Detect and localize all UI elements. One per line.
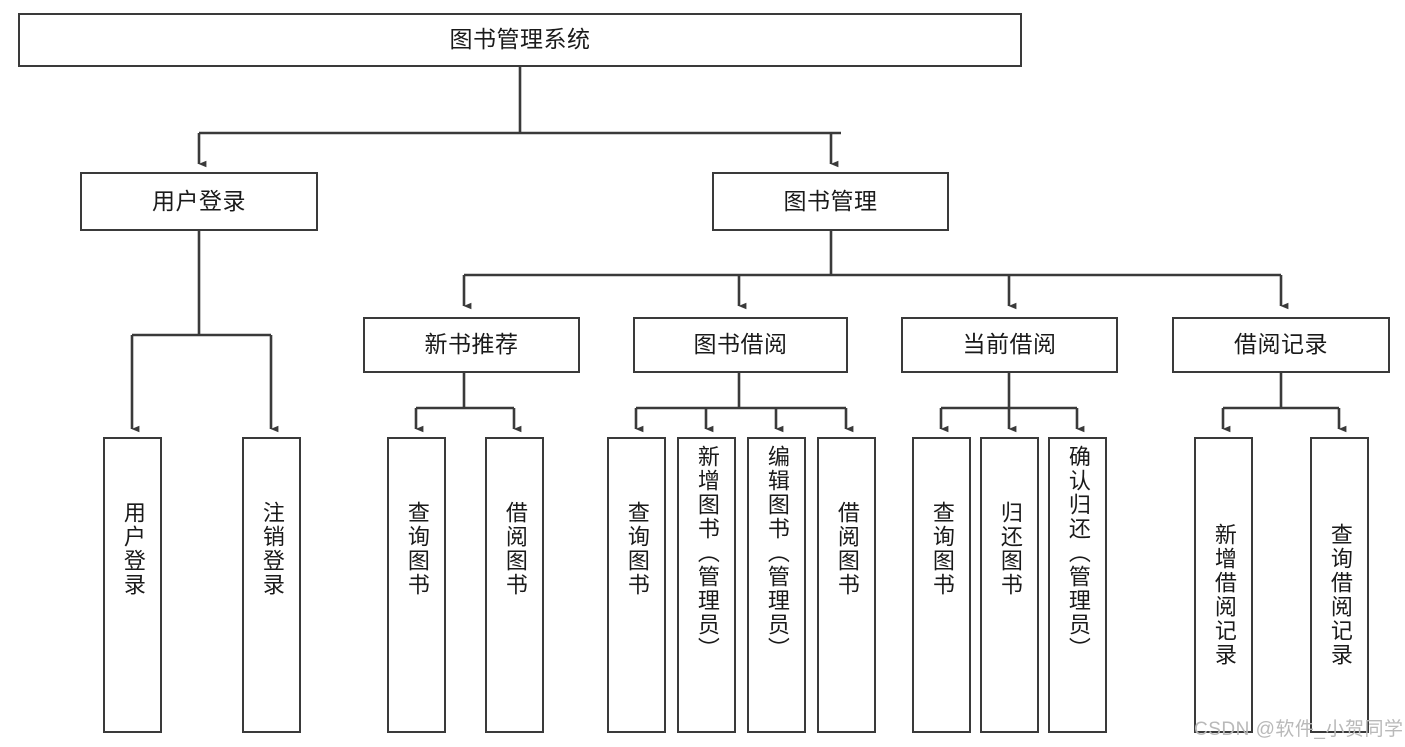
leaf-borrow-add-book-admin[interactable]: 新增图书（管理员） [677, 437, 736, 733]
leaf-borrow-edit-book-admin[interactable]: 编辑图书（管理员） [747, 437, 806, 733]
node-label: 确认归还（管理员） [1065, 445, 1091, 661]
leaf-records-add-record[interactable]: 新增借阅记录 [1194, 437, 1253, 733]
node-borrow-records[interactable]: 借阅记录 [1172, 317, 1390, 373]
node-label: 图书借阅 [693, 331, 788, 358]
node-label: 查询图书 [404, 501, 430, 597]
leaf-borrow-query-book[interactable]: 查询图书 [607, 437, 666, 733]
node-label: 用户登录 [120, 501, 146, 597]
leaf-user-login-signout[interactable]: 注销登录 [242, 437, 301, 733]
node-label: 图书管理 [783, 187, 878, 214]
node-label: 借阅图书 [502, 501, 528, 597]
node-label: 借阅图书 [834, 501, 860, 597]
node-label: 借阅记录 [1234, 331, 1328, 358]
node-label: 查询图书 [929, 501, 955, 597]
node-label: 编辑图书（管理员） [764, 445, 790, 661]
node-label: 查询借阅记录 [1327, 523, 1353, 667]
node-label: 注销登录 [259, 501, 285, 597]
node-label: 归还图书 [997, 501, 1023, 597]
node-label: 新增图书（管理员） [694, 445, 720, 661]
leaf-current-return-book[interactable]: 归还图书 [980, 437, 1039, 733]
leaf-borrow-borrow-book[interactable]: 借阅图书 [817, 437, 876, 733]
node-label: 新书推荐 [424, 331, 519, 358]
leaf-user-login-signin[interactable]: 用户登录 [103, 437, 162, 733]
node-current-borrowing[interactable]: 当前借阅 [901, 317, 1118, 373]
node-book-borrowing[interactable]: 图书借阅 [633, 317, 848, 373]
node-root-system[interactable]: 图书管理系统 [18, 13, 1022, 67]
node-user-login[interactable]: 用户登录 [80, 172, 318, 231]
node-label: 当前借阅 [962, 331, 1057, 358]
node-book-management[interactable]: 图书管理 [712, 172, 949, 231]
leaf-records-query-record[interactable]: 查询借阅记录 [1310, 437, 1369, 733]
watermark-csdn: CSDN @软件_小贺同学 [1194, 719, 1404, 740]
leaf-new-books-borrow[interactable]: 借阅图书 [485, 437, 544, 733]
node-label: 图书管理系统 [449, 26, 591, 53]
leaf-current-query-book[interactable]: 查询图书 [912, 437, 971, 733]
node-new-book-recommendation[interactable]: 新书推荐 [363, 317, 580, 373]
leaf-new-books-query[interactable]: 查询图书 [387, 437, 446, 733]
node-label: 新增借阅记录 [1211, 523, 1237, 667]
node-label: 查询图书 [624, 501, 650, 597]
leaf-current-confirm-return-admin[interactable]: 确认归还（管理员） [1048, 437, 1107, 733]
node-label: 用户登录 [152, 187, 246, 214]
